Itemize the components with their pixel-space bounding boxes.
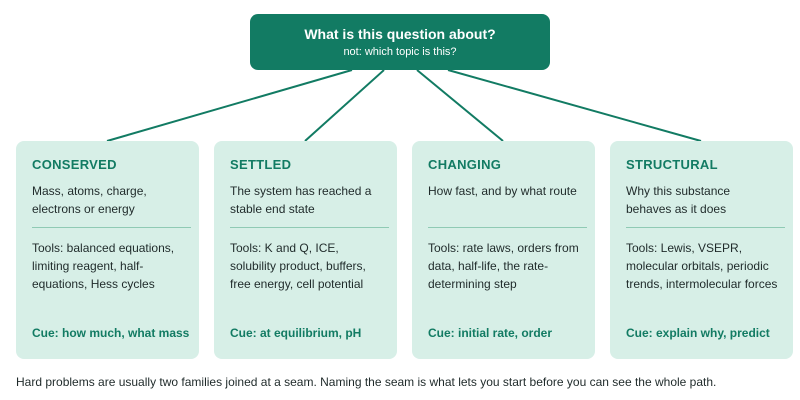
card-tools: Tools: Lewis, VSEPR, molecular orbitals,… [626,241,778,291]
card-cue: Cue: explain why, predict [626,326,770,340]
root-subtitle: not: which topic is this? [343,46,457,58]
connector-structural [447,69,702,142]
card-divider [230,227,389,228]
footer-note: Hard problems are usually two families j… [16,375,717,389]
card-tools: Tools: balanced equations, limiting reag… [32,241,175,291]
card-tools: Tools: K and Q, ICE, solubility product,… [230,241,366,291]
card-title: CHANGING [428,157,502,172]
card-divider [428,227,587,228]
card-cue: Cue: initial rate, order [428,326,553,340]
card-description: The system has reached a stable end stat… [230,184,372,216]
card-settled: SETTLED The system has reached a stable … [214,141,397,359]
card-structural: STRUCTURAL Why this substance behaves as… [610,141,793,359]
card-description: How fast, and by what route [428,184,577,198]
card-cue: Cue: at equilibrium, pH [230,326,362,340]
card-title: CONSERVED [32,157,117,172]
card-description: Mass, atoms, charge, electrons or energy [32,184,147,216]
card-title: STRUCTURAL [626,157,718,172]
card-title: SETTLED [230,157,292,172]
connector-conserved [106,69,353,142]
card-divider [32,227,191,228]
root-question-box: What is this question about? not: which … [250,14,550,70]
card-changing: CHANGING How fast, and by what route Too… [412,141,595,359]
card-divider [626,227,785,228]
card-cue: Cue: how much, what mass [32,326,190,340]
connector-settled [304,69,385,142]
card-description: Why this substance behaves as it does [626,184,731,216]
root-title: What is this question about? [304,26,496,42]
connector-changing [416,69,504,142]
card-conserved: CONSERVED Mass, atoms, charge, electrons… [16,141,199,359]
card-tools: Tools: rate laws, orders from data, half… [428,241,579,291]
